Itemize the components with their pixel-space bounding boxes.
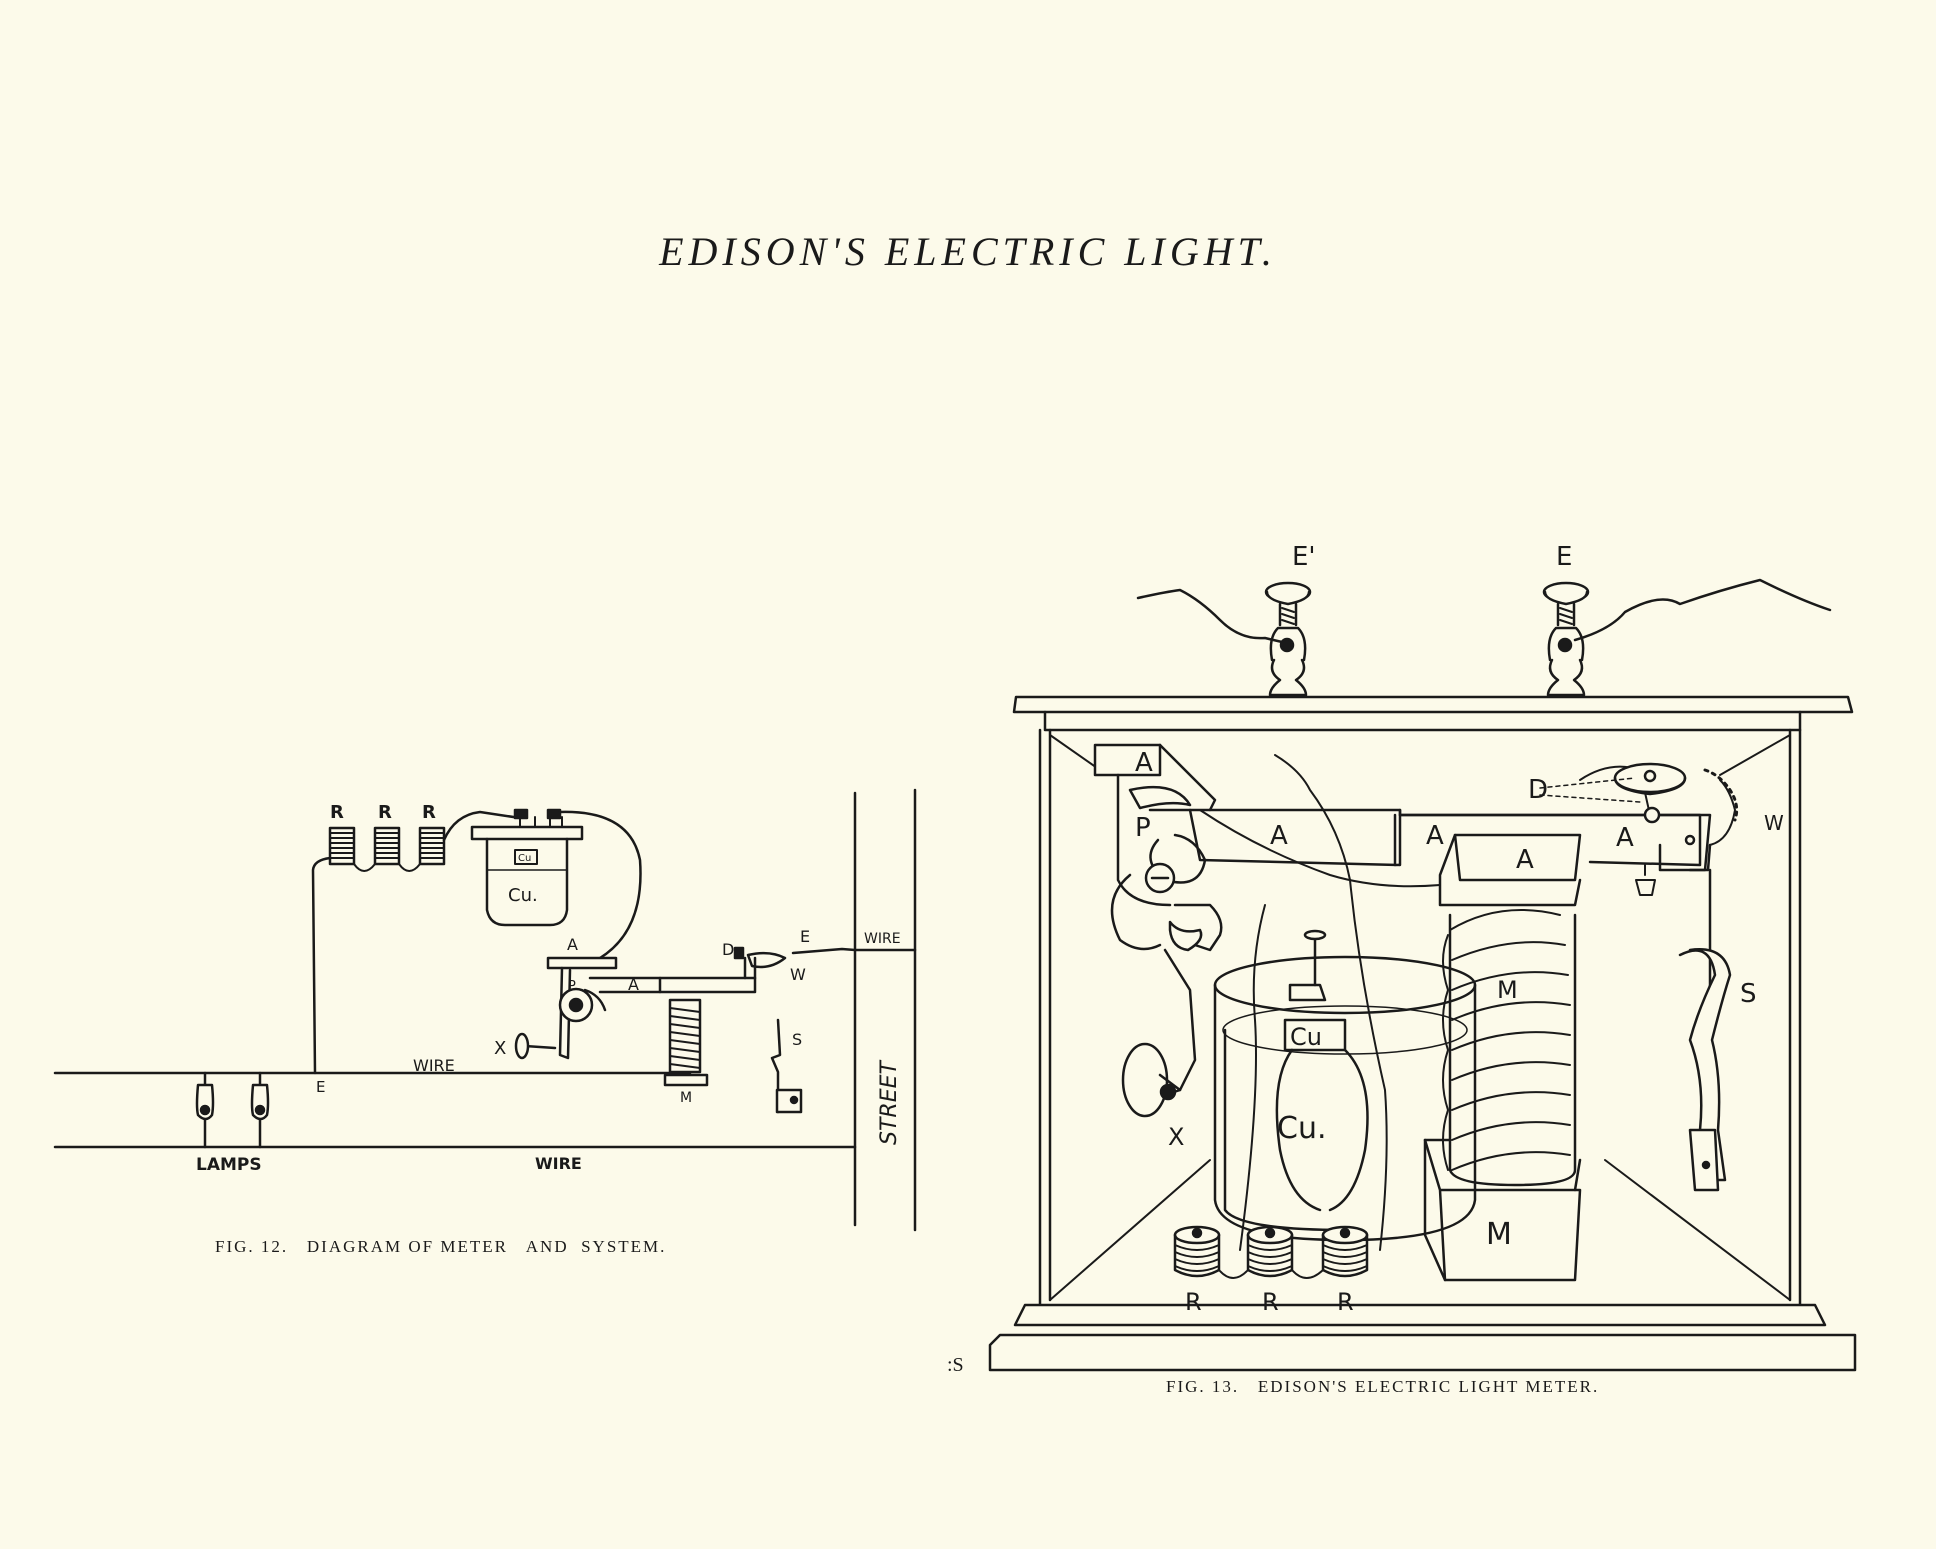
fig12-label-w: W: [790, 965, 806, 984]
page-title: EDISON'S ELECTRIC LIGHT.: [659, 229, 1277, 274]
fig13-box-interior: [1049, 734, 1791, 1301]
fig12-label-s: S: [792, 1030, 802, 1049]
fig13-label-m-base: M: [1486, 1217, 1512, 1252]
fig12-label-e-junction: E: [316, 1078, 325, 1096]
fig13-label-a2: A: [1270, 821, 1288, 851]
fig13-label-e-prime: E': [1292, 542, 1316, 572]
fig13-diagram: E' E A A A A A P D W S X M M Cu Cu. R R …: [988, 542, 1857, 1372]
fig12-caption: FIG. 12. DIAGRAM OF METER AND SYSTEM.: [215, 1237, 667, 1256]
fig13-label-r3: R: [1337, 1288, 1354, 1316]
fig13-label-a1: A: [1135, 748, 1153, 778]
fig12-resistance-coil-2: [373, 826, 401, 866]
fig12-label-m: M: [680, 1090, 692, 1106]
fig13-terminal-e: [1542, 581, 1590, 697]
fig12-meter-mechanism: [514, 946, 803, 1114]
fig12-diagram: R R R Cu Cu. A A P D E W S X M E WIRE WI…: [53, 788, 917, 1232]
fig13-terminal-e-prime: [1264, 581, 1312, 697]
fig13-box-lid: [1012, 695, 1854, 732]
fig12-feed-wire: [311, 856, 332, 1075]
fig12-label-wire-street: WIRE: [864, 931, 901, 947]
fig12-label-a-top: A: [567, 935, 578, 954]
fig13-label-a4: A: [1516, 845, 1534, 875]
fig13-caption: FIG. 13. EDISON'S ELECTRIC LIGHT METER.: [1166, 1377, 1600, 1396]
fig13-label-r1: R: [1185, 1288, 1202, 1316]
fig12-label-r2: R: [378, 802, 392, 823]
fig12-label-d: D: [722, 940, 734, 959]
fig13-label-cu-jar: Cu.: [1277, 1111, 1327, 1146]
fig12-label-a-arm: A: [628, 975, 639, 994]
fig12-label-r3: R: [422, 802, 436, 823]
fig12-street-wire: [791, 947, 917, 955]
fig12-label-cu-small: Cu: [518, 853, 531, 864]
fig12-label-p: P: [568, 979, 576, 994]
fig13-x-screw: [1121, 948, 1197, 1118]
stray-mark: :S: [947, 1354, 964, 1376]
fig13-label-d: D: [1528, 775, 1548, 805]
fig13-label-a5: A: [1616, 823, 1634, 853]
fig13-label-e: E: [1556, 542, 1572, 572]
fig13-spring-s: [1678, 868, 1732, 1192]
fig13-label-x: X: [1168, 1123, 1184, 1151]
fig13-armature-block: [1438, 833, 1582, 907]
fig13-label-w: W: [1764, 811, 1784, 835]
fig12-label-e-top: E: [800, 927, 810, 946]
fig13-label-s: S: [1740, 979, 1757, 1009]
fig12-label-wire-mid: WIRE: [413, 1056, 455, 1075]
fig13-resistance-coil-1: [1173, 1225, 1221, 1278]
fig13-wire-left: [1136, 588, 1284, 644]
fig12-label-r1: R: [330, 802, 344, 823]
fig13-magnet-base: [1423, 1138, 1582, 1282]
fig12-label-lamps: LAMPS: [196, 1155, 262, 1175]
fig13-wire-right: [1573, 578, 1832, 642]
fig12-lamp-2: [250, 1071, 270, 1149]
fig12-resistance-coil-3: [418, 826, 446, 866]
fig13-label-p: P: [1135, 813, 1151, 843]
fig12-label-cu-jar: Cu.: [508, 885, 538, 906]
fig13-box-left-side: [1038, 728, 1052, 1307]
fig13-label-m-coil: M: [1497, 976, 1518, 1004]
fig13-electromagnet: [1442, 909, 1577, 1187]
fig13-bracket: [1093, 743, 1217, 907]
fig13-box-right-side: [1788, 728, 1802, 1307]
fig13-label-a3: A: [1426, 821, 1444, 851]
fig13-resistance-coil-3: [1321, 1225, 1369, 1278]
fig13-dial: [1539, 762, 1739, 824]
fig13-box-base: [988, 1303, 1857, 1372]
fig12-copper-cell: [470, 808, 584, 927]
fig12-lamp-1: [195, 1071, 215, 1149]
fig13-label-cu-small: Cu: [1290, 1023, 1322, 1051]
fig12-label-street: STREET: [877, 1060, 902, 1145]
fig12-resistance-coil-1: [328, 826, 356, 866]
fig13-resistance-coil-2: [1246, 1225, 1294, 1278]
fig12-label-wire-bottom: WIRE: [535, 1154, 582, 1173]
fig13-pivot: [1110, 785, 1223, 952]
fig13-label-r2: R: [1262, 1288, 1279, 1316]
fig12-label-x: X: [494, 1038, 506, 1059]
